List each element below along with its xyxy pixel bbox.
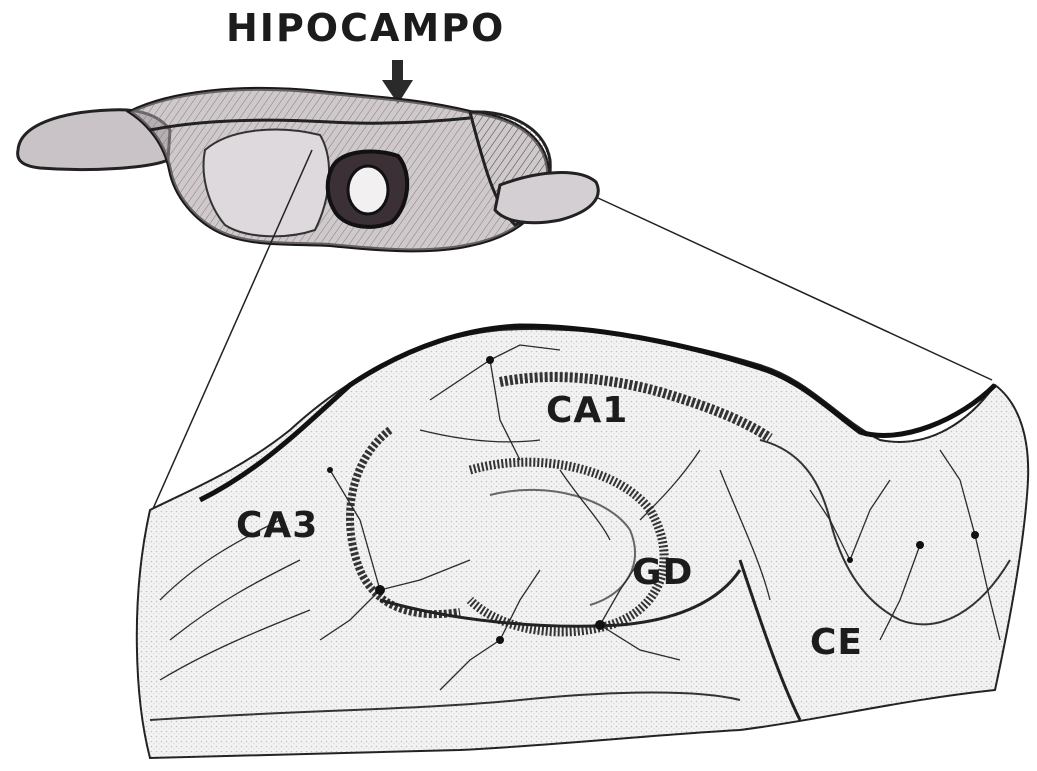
label-ce: CE <box>810 622 863 663</box>
label-gd: GD <box>632 552 693 593</box>
brain-drawing <box>18 89 599 250</box>
diagram-title: HIPOCAMPO <box>226 6 505 50</box>
label-ca3: CA3 <box>236 505 318 546</box>
label-ca1: CA1 <box>546 390 628 431</box>
